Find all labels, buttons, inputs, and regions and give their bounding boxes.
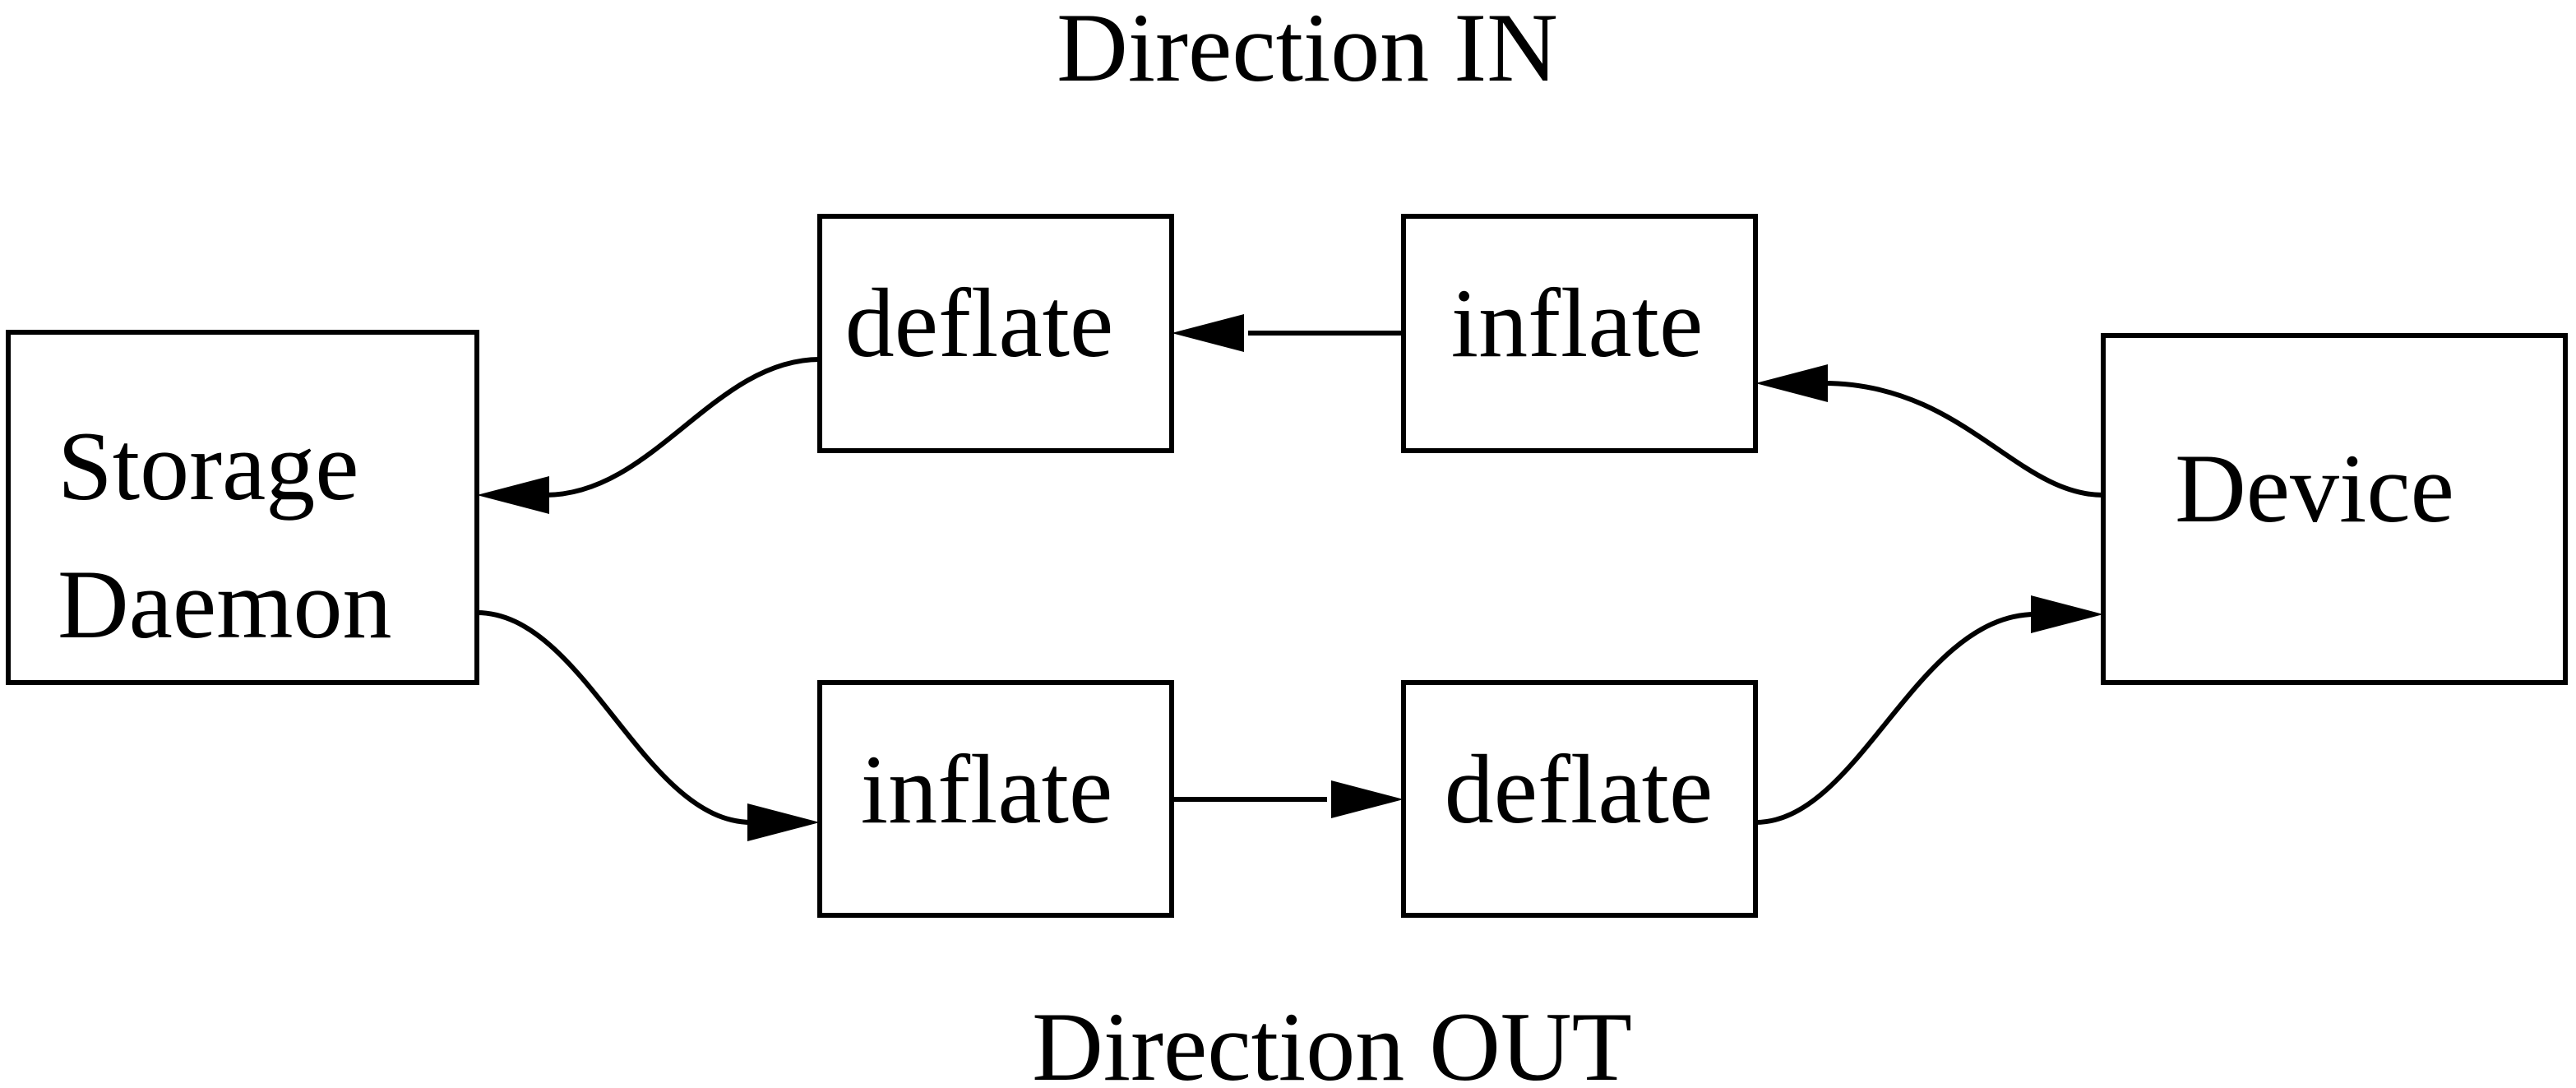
- arrowhead-into-inflate-in-icon: [1755, 364, 1828, 402]
- storage-daemon-label-line2: Daemon: [58, 549, 392, 659]
- edge-inflate-in-to-deflate-in: [1172, 314, 1404, 352]
- deflate-in-box: [817, 214, 1174, 453]
- caption-direction-out: Direction OUT: [1032, 992, 1632, 1088]
- edge-device-to-inflate-in: [1755, 364, 2104, 498]
- arrowhead-into-deflate-in-icon: [1172, 314, 1244, 352]
- device-label: Device: [2175, 433, 2454, 543]
- edge-deflate-in-to-storage-daemon: [477, 357, 821, 514]
- node-device: Device: [2101, 333, 2568, 685]
- node-deflate-out: deflate: [1401, 680, 1758, 918]
- storage-daemon-box: [6, 330, 479, 685]
- edge-inflate-out-to-deflate-out: [1172, 780, 1404, 818]
- node-storage-daemon: Storage Daemon: [6, 330, 479, 685]
- deflate-out-box: [1401, 680, 1758, 918]
- edge-deflate-in-to-storage-daemon-curve: [544, 357, 821, 498]
- storage-daemon-label-line1: Storage: [58, 411, 359, 521]
- deflate-in-label: deflate: [845, 268, 1113, 377]
- node-inflate-in: inflate: [1401, 214, 1758, 453]
- edge-device-to-inflate-in-curve: [1823, 381, 2104, 498]
- arrowhead-into-device-icon: [2031, 595, 2103, 633]
- deflate-out-label: deflate: [1445, 734, 1713, 844]
- edge-storage-daemon-to-inflate-out: [476, 610, 820, 841]
- inflate-in-box: [1401, 214, 1758, 453]
- node-deflate-in: deflate: [817, 214, 1174, 453]
- edge-storage-daemon-to-inflate-out-curve: [476, 610, 752, 825]
- arrowhead-into-inflate-out-icon: [747, 803, 820, 841]
- inflate-in-label: inflate: [1451, 268, 1704, 377]
- edge-deflate-out-to-device: [1755, 595, 2103, 825]
- node-inflate-out: inflate: [817, 680, 1174, 918]
- arrowhead-into-deflate-out-icon: [1331, 780, 1404, 818]
- arrowhead-into-storage-daemon-icon: [477, 476, 549, 514]
- inflate-out-label: inflate: [861, 734, 1113, 844]
- caption-direction-in: Direction IN: [1057, 0, 1558, 102]
- edge-deflate-out-to-device-curve: [1755, 612, 2037, 825]
- inflate-out-box: [817, 680, 1174, 918]
- device-box: [2101, 333, 2568, 685]
